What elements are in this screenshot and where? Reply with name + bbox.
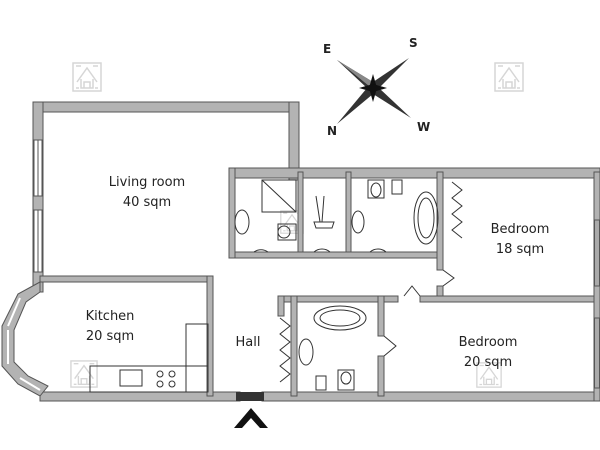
compass-rose-icon bbox=[337, 58, 411, 124]
wardrobe-door bbox=[279, 317, 291, 383]
room-name: Kitchen bbox=[85, 309, 135, 324]
room-name: Bedroom bbox=[490, 222, 550, 237]
stove-burner bbox=[168, 370, 176, 378]
room-area: 18 sqm bbox=[495, 242, 545, 257]
bathtub bbox=[313, 305, 367, 331]
compass-south-label: S bbox=[409, 36, 418, 50]
toilet bbox=[337, 369, 355, 391]
door-swing bbox=[383, 335, 397, 357]
shower-tray bbox=[261, 179, 297, 213]
compass-west-label: W bbox=[417, 120, 431, 134]
bidet bbox=[315, 375, 327, 391]
stove-burner bbox=[156, 380, 164, 388]
room-area: 20 sqm bbox=[463, 355, 513, 370]
compass-east-label: E bbox=[323, 42, 332, 56]
stove-burner bbox=[168, 380, 176, 388]
watermark-logo-icon bbox=[72, 62, 102, 92]
door-swing bbox=[253, 249, 269, 253]
toilet bbox=[367, 179, 385, 199]
washbasin bbox=[298, 338, 314, 366]
room-name: Living room bbox=[108, 175, 186, 190]
room-name: Hall bbox=[235, 335, 261, 350]
bidet bbox=[391, 179, 403, 195]
watermark-logo-icon bbox=[70, 360, 98, 388]
kitchen-counter bbox=[89, 365, 209, 393]
watermark-logo-icon bbox=[494, 62, 524, 92]
bay-window-glass bbox=[7, 297, 41, 391]
window-lines bbox=[37, 140, 598, 388]
room-kitchen: Kitchen 20 sqm bbox=[70, 307, 150, 347]
washbasin bbox=[351, 210, 365, 234]
door-swing bbox=[369, 248, 387, 253]
washbasin bbox=[234, 209, 250, 235]
bathtub bbox=[413, 191, 439, 245]
room-area: 20 sqm bbox=[85, 329, 135, 344]
wardrobe-door bbox=[451, 181, 463, 239]
compass-north-label: N bbox=[327, 124, 338, 138]
room-bedroom-1: Bedroom 18 sqm bbox=[478, 220, 562, 260]
entrance-chevron-icon bbox=[234, 392, 268, 428]
kitchen-sink bbox=[119, 369, 143, 387]
door-swing bbox=[403, 285, 421, 297]
door-swing bbox=[313, 248, 331, 253]
kitchen-counter-side bbox=[185, 323, 209, 393]
broom-icon bbox=[313, 195, 335, 229]
stove-burner bbox=[156, 370, 164, 378]
room-name: Bedroom bbox=[458, 335, 518, 350]
door-swing bbox=[442, 269, 455, 287]
room-bedroom-2: Bedroom 20 sqm bbox=[446, 333, 530, 373]
bay-window-wall bbox=[1, 281, 49, 397]
room-hall: Hall bbox=[228, 333, 268, 353]
room-area: 40 sqm bbox=[122, 195, 172, 210]
fixtures bbox=[89, 179, 463, 393]
room-living: Living room 40 sqm bbox=[92, 173, 202, 213]
